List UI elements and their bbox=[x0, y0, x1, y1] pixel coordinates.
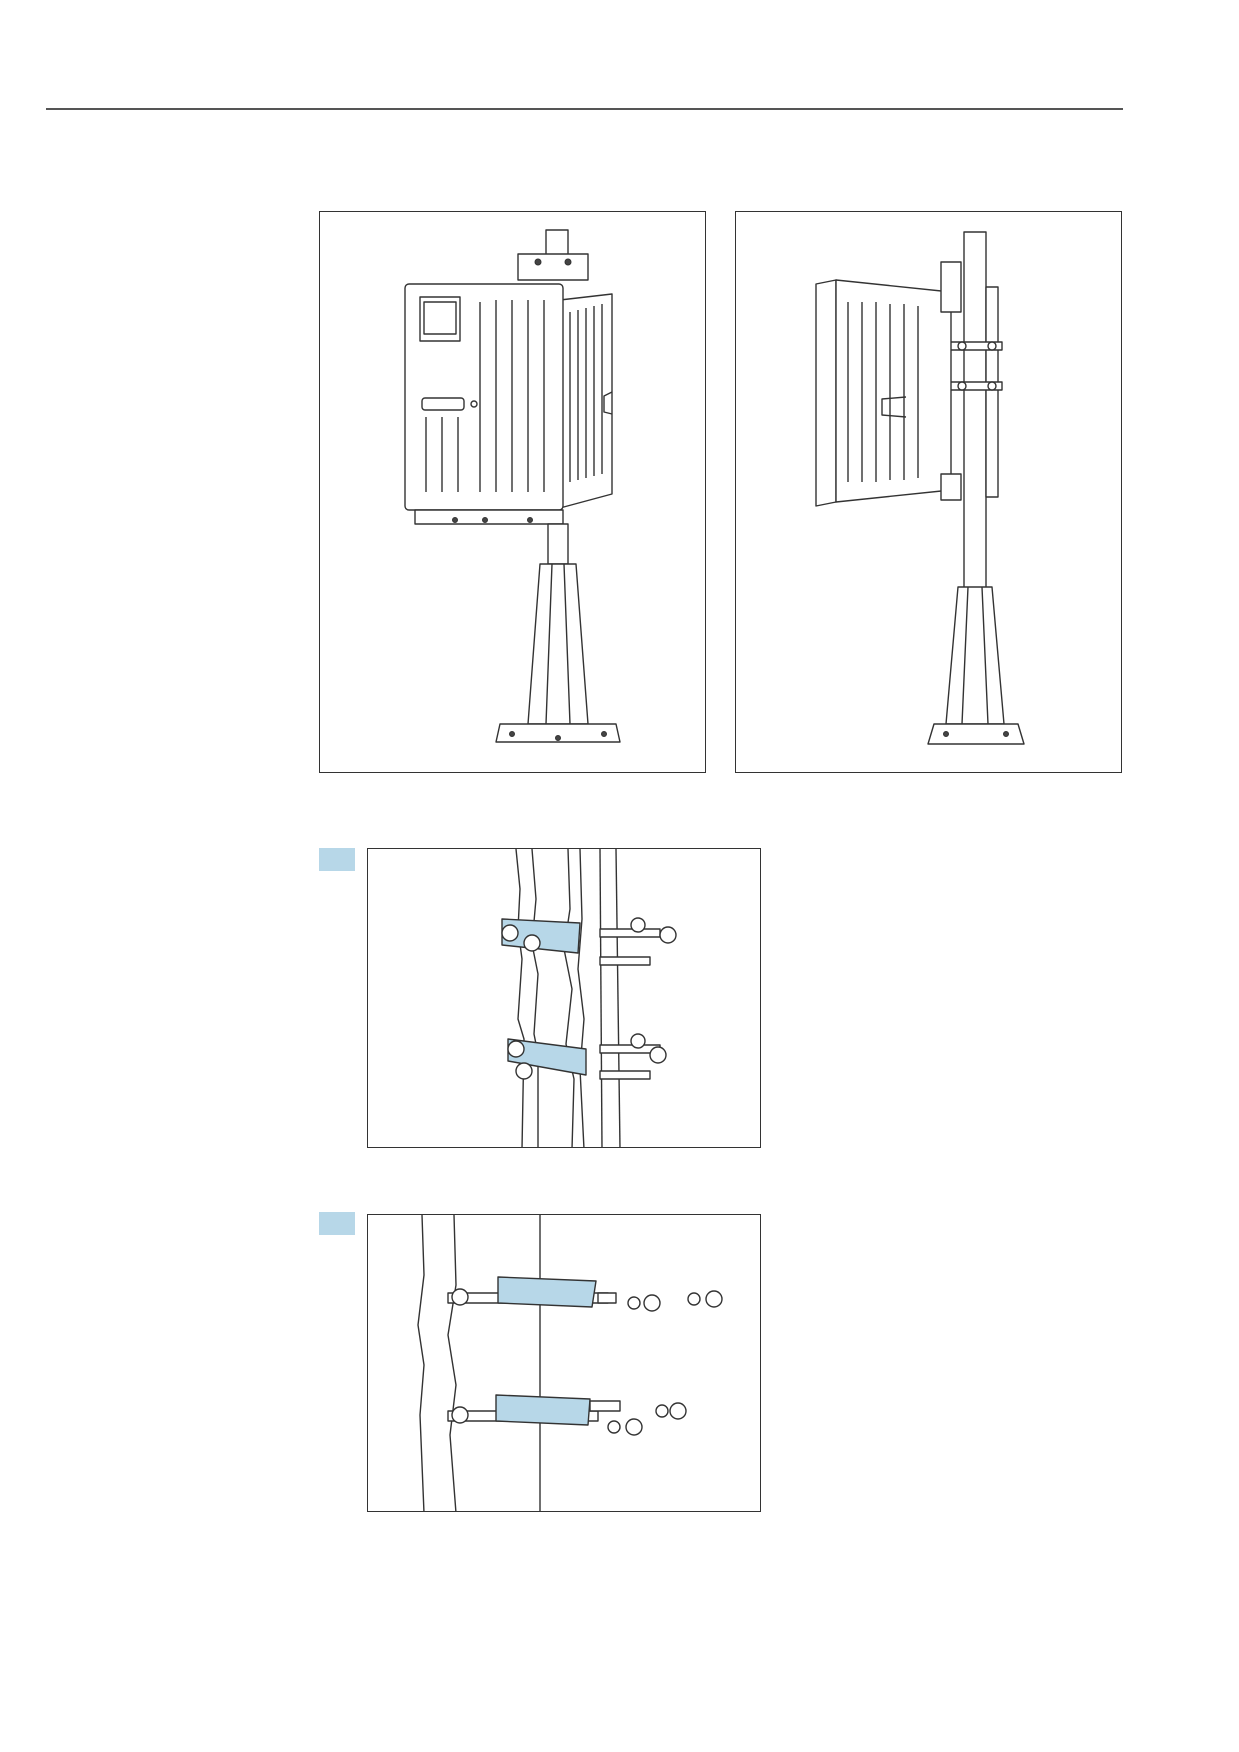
figure-analyzer-front-view bbox=[319, 211, 706, 773]
step-marker bbox=[319, 1212, 355, 1235]
analyzer-side-drawing bbox=[815, 231, 1025, 745]
figure-bracket-assembly bbox=[367, 848, 761, 1148]
header-rule bbox=[46, 108, 1123, 110]
step-marker bbox=[319, 848, 355, 871]
bracket-assembly-drawing bbox=[501, 849, 677, 1147]
analyzer-front-drawing bbox=[404, 229, 621, 743]
bracket-fastening-drawing bbox=[417, 1215, 723, 1511]
figure-analyzer-side-view bbox=[735, 211, 1122, 773]
figure-bracket-fastening bbox=[367, 1214, 761, 1512]
